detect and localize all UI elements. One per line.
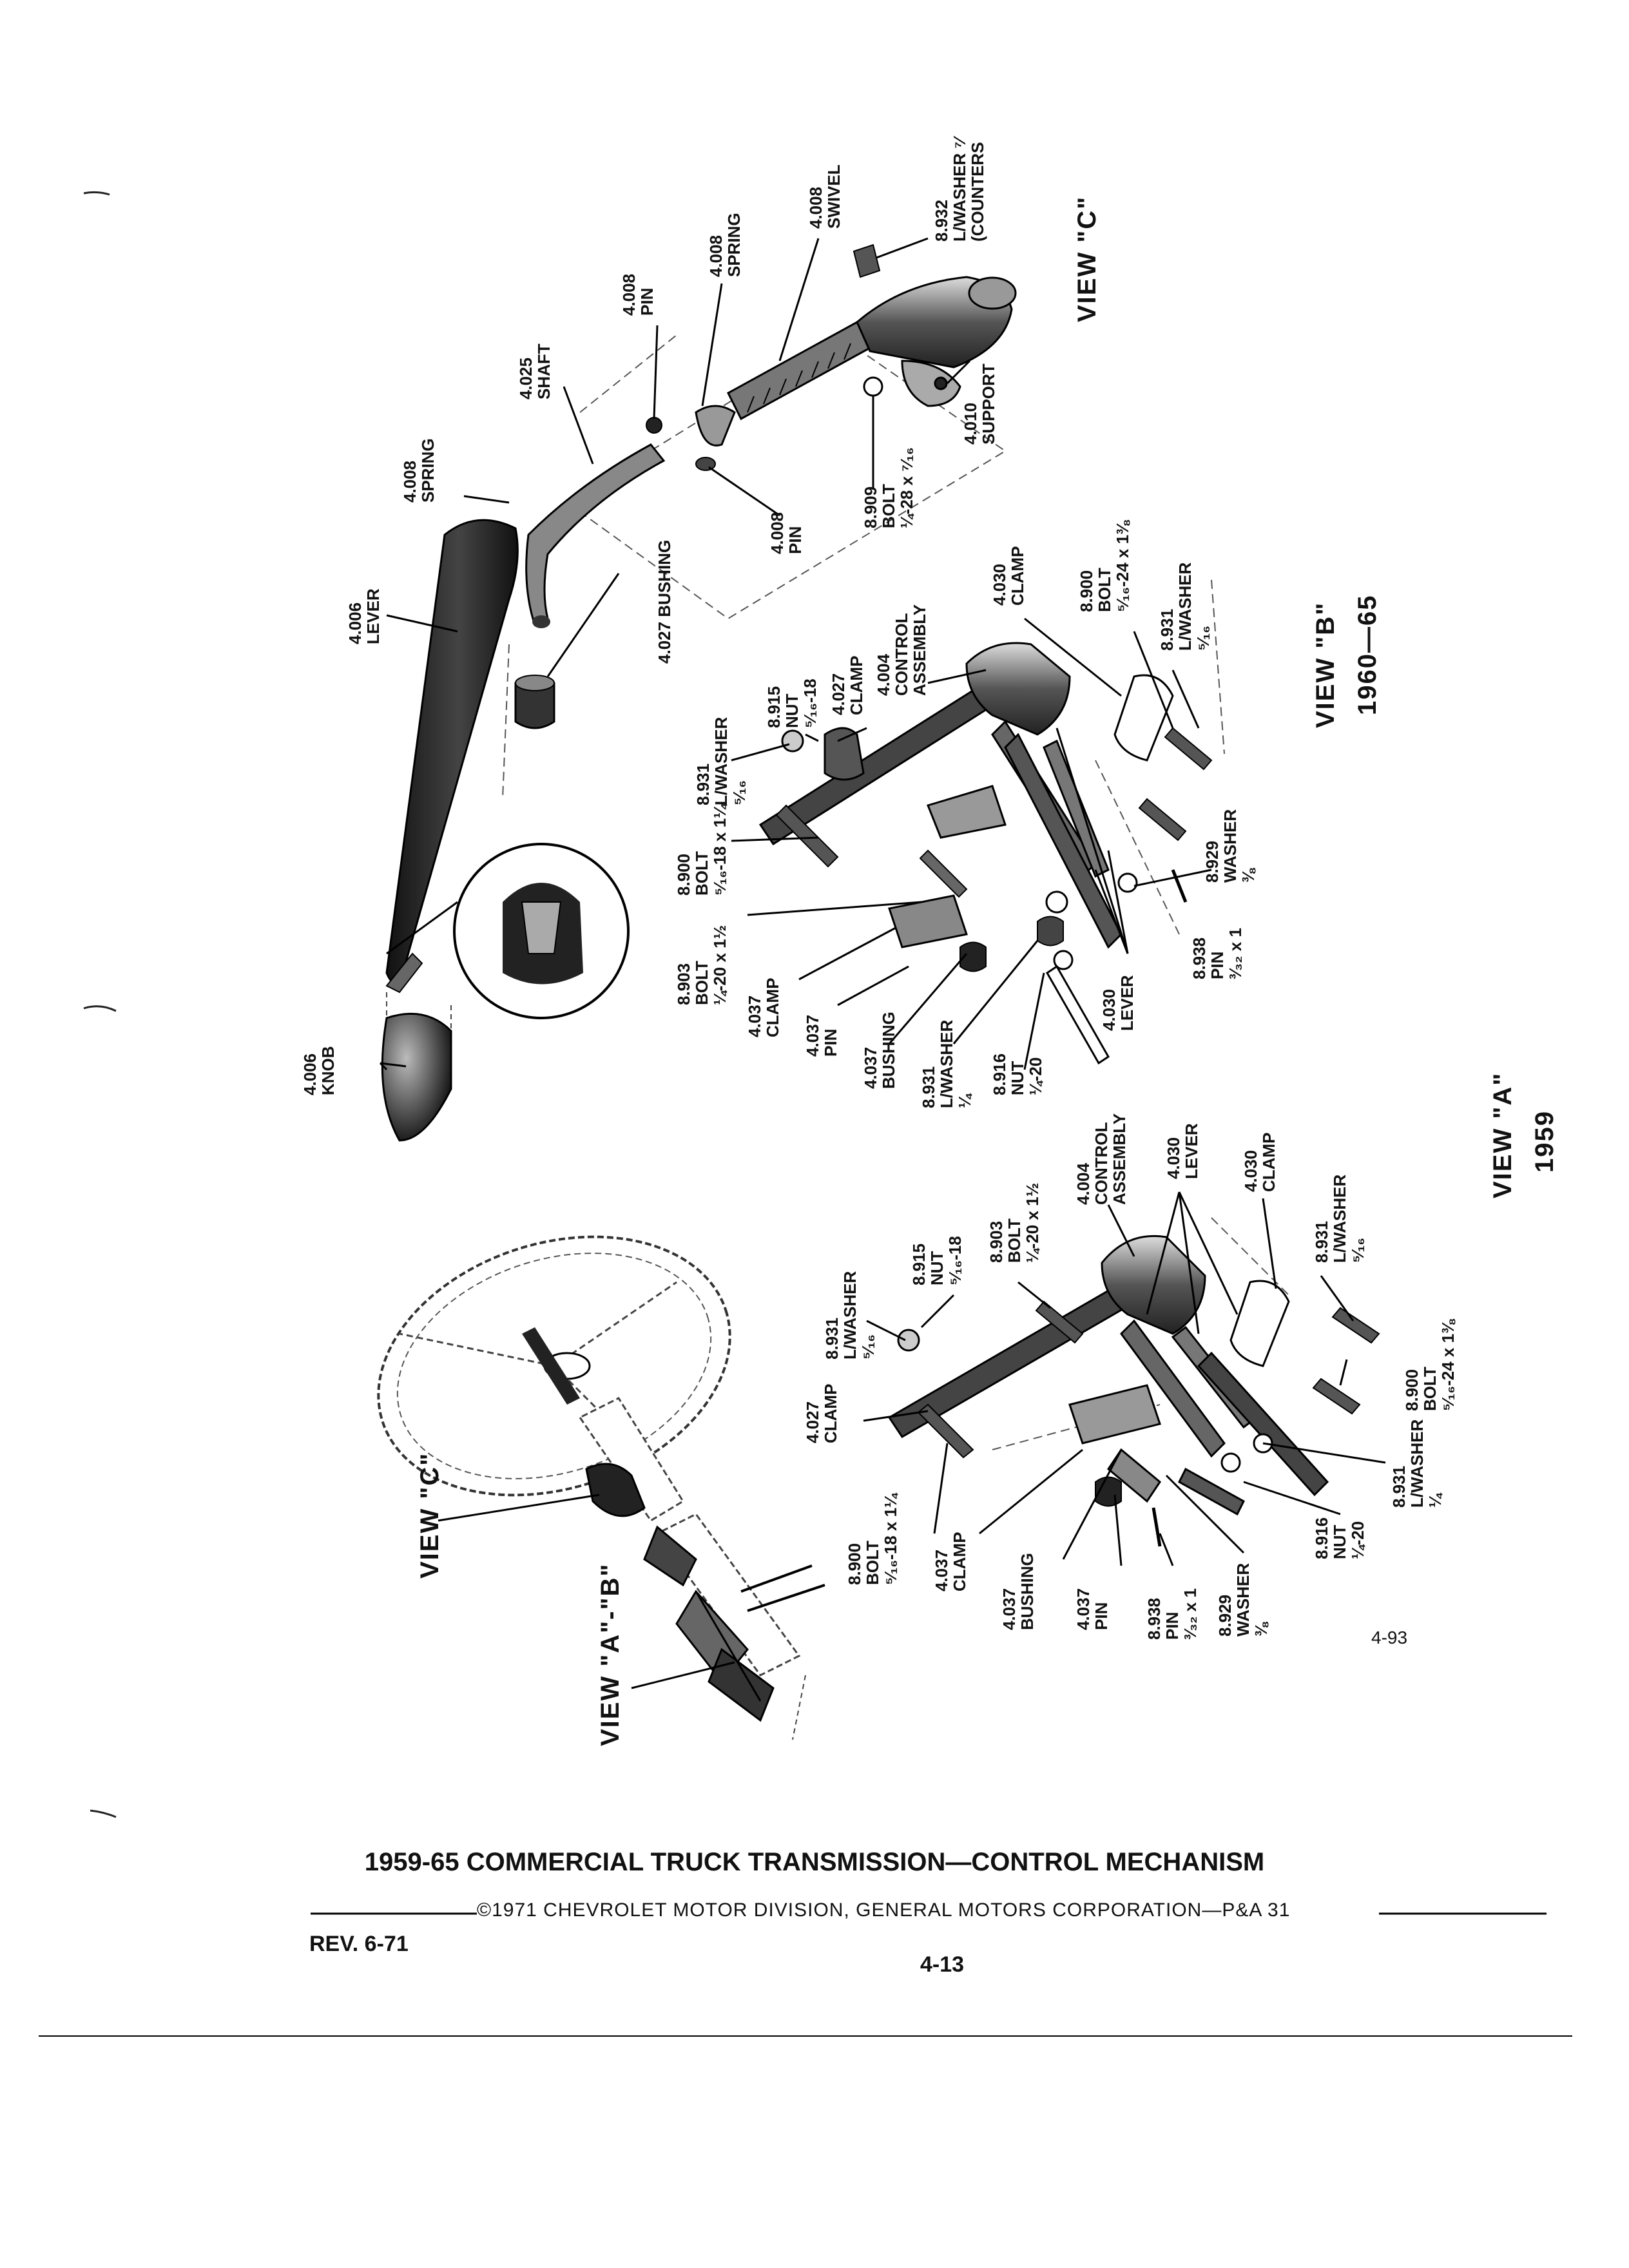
label-b-8915-nut: 8.915NUT⁵⁄₁₆-18 [764, 678, 820, 728]
label-a-8900-bolt-left: 8.900BOLT⁵⁄₁₆-18 x 1¼ [845, 1492, 900, 1585]
copyright-line: ©1971 CHEVROLET MOTOR DIVISION, GENERAL … [477, 1899, 1291, 1921]
view-c-illustration [381, 244, 1017, 1142]
label-4027-bushing: 4.027 BUSHING [655, 540, 674, 664]
label-4008-spring-left: 4.008SPRING [400, 438, 438, 503]
overview-leaders [438, 1494, 735, 1689]
label-a-8931-lwasher-right: 8.931L/WASHER⁵⁄₁₆ [1312, 1175, 1367, 1263]
label-a-8915-nut: 8.915NUT⁵⁄₁₆-18 [909, 1236, 965, 1285]
label-b-4030-clamp: 4.030CLAMP [990, 546, 1027, 606]
label-a-4030-lever: 4.030LEVER [1164, 1123, 1201, 1179]
steering-wheel [377, 1235, 731, 1497]
label-a-8903-bolt: 8.903BOLT¼-20 x 1½ [987, 1183, 1042, 1263]
label-a-4027-clamp: 4.027CLAMP [803, 1384, 840, 1443]
label-4006-lever: 4.006LEVER [345, 588, 383, 644]
label-4010-support: 4.010SUPPORT [961, 363, 998, 445]
view-a-year: 1959 [1530, 1110, 1559, 1173]
label-a-4037-bushing: 4.037BUSHING [999, 1553, 1037, 1630]
label-8909-bolt: 8.909BOLT¼-28 x ⁷⁄₁₆ [861, 447, 916, 528]
label-4008-pin-bottom: 4.008PIN [767, 512, 805, 554]
scan-marks [83, 191, 117, 1818]
label-a-8938-pin: 8.938PIN³⁄₃₂ x 1 [1144, 1588, 1200, 1640]
view-c-overview-title: VIEW "C" [416, 1452, 444, 1579]
label-a-4037-pin: 4.037PIN [1074, 1588, 1111, 1630]
label-4008-swivel: 4.008SWIVEL [806, 164, 843, 229]
label-a-8931-lwasher-low: 8.931L/WASHER¼ [1389, 1419, 1445, 1508]
label-b-8931-lwasher-low: 8.931L/WASHER¼ [919, 1020, 974, 1108]
label-a-4030-clamp: 4.030CLAMP [1241, 1133, 1278, 1192]
label-b-4037-bushing: 4.037BUSHING [861, 1012, 898, 1089]
label-b-4037-pin: 4.037PIN [803, 1015, 840, 1057]
view-c-title: VIEW "C" [1073, 196, 1101, 322]
label-b-8900-bolt-right: 8.900BOLT⁵⁄₁₆-24 x 1⅜ [1077, 519, 1132, 612]
label-4008-pin-top: 4.008PIN [619, 274, 657, 316]
view-b-housing [965, 642, 1071, 736]
revision-date: REV. 6-71 [309, 1932, 409, 1956]
page-number: 4-13 [920, 1952, 965, 1977]
label-b-8931-lwasher-right: 8.931L/WASHER⁵⁄₁₆ [1157, 562, 1213, 651]
label-4025-shaft: 4.025SHAFT [516, 343, 554, 399]
knob [381, 1012, 452, 1142]
label-b-8916-nut: 8.916NUT¼-20 [990, 1053, 1045, 1095]
view-ab-overview-title: VIEW "A"-"B" [596, 1563, 624, 1746]
footer-rules [39, 1912, 1572, 2037]
label-b-8938-pin: 8.938PIN³⁄₃₂ x 1 [1190, 928, 1245, 979]
label-8932-lwasher: 8.932L/WASHER ⁷⁄(COUNTERS [932, 135, 987, 242]
label-b-4027-clamp: 4.027CLAMP [829, 656, 866, 715]
view-b-leaders [731, 617, 1212, 1070]
spring-swivel [727, 276, 1017, 421]
label-b-4030-lever: 4.030LEVER [1099, 975, 1137, 1031]
label-b-8900-bolt-left: 8.900BOLT⁵⁄₁₆-18 x 1¼ [674, 803, 729, 896]
label-b-8903-bolt: 8.903BOLT¼-20 x 1½ [674, 925, 729, 1005]
label-b-4037-clamp: 4.037CLAMP [745, 978, 782, 1037]
label-4008-spring-top: 4.008SPRING [706, 213, 744, 277]
figure-number: 4-93 [1371, 1628, 1408, 1648]
view-a-illustration [887, 1217, 1380, 1547]
label-a-8900-bolt-right: 8.900BOLT⁵⁄₁₆-24 x 1⅜ [1402, 1318, 1458, 1411]
label-a-4037-clamp: 4.037CLAMP [932, 1532, 969, 1591]
view-c-leaders [379, 237, 971, 1071]
view-b-years: 1960—65 [1353, 595, 1382, 715]
view-b-title: VIEW "B" [1311, 602, 1340, 728]
label-a-8916-nut: 8.916NUT¼-20 [1312, 1517, 1367, 1559]
steering-column-overview [377, 1235, 825, 1740]
label-a-4004-control: 4.004CONTROLASSEMBLY [1074, 1113, 1129, 1205]
label-b-4004-control: 4.004CONTROLASSEMBLY [874, 604, 929, 696]
label-4006-knob: 4.006KNOB [300, 1046, 338, 1095]
page-title: 1959-65 COMMERCIAL TRUCK TRANSMISSION—CO… [364, 1848, 1265, 1876]
label-a-8929-washer: 8.929WASHER⅜ [1215, 1563, 1271, 1637]
label-b-8931-lwasher-left: 8.931L/WASHER⁵⁄₁₆ [693, 717, 749, 805]
label-b-8929-washer: 8.929WASHER⅜ [1202, 809, 1258, 883]
view-a-leaders [863, 1191, 1386, 1566]
view-a-housing [1101, 1235, 1206, 1335]
shaft [525, 443, 666, 627]
label-a-8931-lwasher-left: 8.931L/WASHER⁵⁄₁₆ [822, 1271, 878, 1360]
view-b-illustration [758, 579, 1225, 1065]
view-a-title: VIEW "A" [1489, 1072, 1517, 1198]
